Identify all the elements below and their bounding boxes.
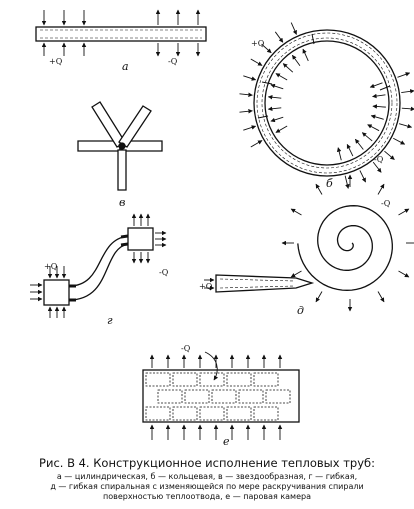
chamber-cell (226, 406, 252, 421)
heat-output-arrows (336, 72, 414, 189)
heat-flow-arrow (398, 208, 410, 216)
heat-flow-arrow (398, 270, 410, 278)
part-g-minus-q: -Q (159, 268, 169, 277)
heat-flow-arrow (270, 83, 284, 90)
heat-flow-arrow (290, 270, 302, 278)
heat-flow-arrow (275, 73, 288, 81)
heat-flow-arrow (401, 89, 414, 94)
vapor-chamber-diagram (142, 351, 300, 440)
heat-input-arrows (149, 424, 283, 440)
part-v-label: в (119, 196, 126, 209)
heat-flow-arrow (250, 58, 263, 66)
heat-flow-arrow (377, 183, 385, 195)
chamber-cell (238, 389, 264, 404)
heat-flow-arrow (384, 150, 395, 160)
chamber-cell (199, 372, 225, 387)
star-shaped-pipe-diagram (77, 101, 163, 191)
heat-flow-arrow (315, 291, 323, 303)
chamber-cell (199, 406, 225, 421)
chamber-cell (145, 372, 171, 387)
chamber-cell (184, 389, 210, 404)
heat-flow-arrow (243, 75, 257, 81)
part-e-label: е (223, 435, 230, 448)
heat-flow-arrow (267, 95, 282, 100)
cylindrical-pipe-diagram (35, 9, 207, 57)
heat-flow-arrow (401, 106, 414, 112)
legend-line: поверхностью теплоотвода, е — паровая ка… (102, 492, 311, 501)
flexible-pipe-diagram (30, 213, 167, 318)
legend-line: д — гибкая спиральная с изменяющейся по … (50, 482, 364, 491)
part-d-plus-q: +Q (199, 282, 213, 291)
heat-flow-arrow (302, 48, 309, 62)
heat-flow-arrow (397, 72, 411, 78)
part-a-minus-q: -Q (168, 57, 178, 66)
figure-caption-title: Рис. В 4. Конструкционное исполнение теп… (39, 456, 375, 470)
part-g-plus-q: +Q (44, 262, 58, 271)
heat-flow-arrow (274, 31, 284, 43)
heat-flow-arrow (361, 132, 373, 142)
heat-flow-arrow (290, 208, 302, 216)
chamber-cell (226, 372, 252, 387)
heat-flow-arrow (267, 106, 282, 111)
heat-flow-arrow (270, 116, 284, 123)
part-d-label: д (297, 304, 304, 317)
chamber-cell (157, 389, 183, 404)
heat-flow-arrow (393, 137, 406, 145)
heat-flow-arrow (372, 161, 382, 173)
heat-flow-arrow (372, 104, 386, 109)
part-b-minus-q: -Q (374, 155, 384, 164)
heat-output-arrows (281, 174, 414, 312)
heat-flow-arrow (346, 143, 354, 157)
heat-flow-arrow (275, 125, 288, 133)
heat-flow-arrow (369, 82, 383, 88)
chamber-cell (172, 406, 198, 421)
chamber-cell (265, 389, 291, 404)
heat-flow-arrow (239, 109, 253, 114)
heat-flow-arrow (290, 22, 297, 35)
legend-line: а — цилиндрическая, б — кольцевая, в — з… (56, 472, 358, 481)
heat-input-arrows (239, 22, 309, 148)
heat-flow-arrow (243, 125, 257, 131)
heat-flow-arrow (282, 63, 294, 73)
heat-output-arrows (131, 213, 167, 264)
heat-output-arrows (149, 354, 283, 368)
heat-flow-arrow (398, 123, 413, 129)
heat-flow-arrow (291, 54, 301, 67)
part-a-plus-q: +Q (49, 57, 63, 66)
heat-flow-arrow (367, 124, 380, 132)
part-b-label: б (326, 177, 333, 190)
heat-flow-arrow (359, 170, 366, 183)
heat-flow-arrow (336, 147, 342, 161)
part-a-label: а (122, 60, 129, 73)
spiral-pipe-diagram (204, 174, 414, 312)
heat-flow-arrow (372, 93, 386, 99)
chamber-cells (145, 372, 291, 421)
part-g-label: г (107, 314, 113, 327)
heat-flow-arrow (315, 183, 323, 195)
heat-output-arrows (155, 9, 201, 57)
chamber-cell (253, 372, 279, 387)
part-b-plus-q: +Q (251, 39, 265, 48)
heat-input-arrows (204, 277, 215, 291)
chamber-cell (145, 406, 171, 421)
part-d-minus-q: -Q (381, 199, 391, 208)
heat-flow-arrow (250, 140, 263, 148)
heat-flow-arrow (370, 114, 384, 120)
heat-input-arrows (41, 10, 87, 56)
heat-flow-arrow (261, 43, 272, 54)
chamber-cell (253, 406, 279, 421)
heat-flow-arrow (344, 175, 350, 189)
heat-flow-arrow (239, 92, 253, 97)
heat-input-arrows (30, 266, 67, 318)
heat-flow-arrow (354, 138, 364, 150)
chamber-cell (172, 372, 198, 387)
chamber-cell (211, 389, 237, 404)
part-e-minus-q: -Q (181, 344, 191, 353)
figure-caption-legend: а — цилиндрическая, б — кольцевая, в — з… (4, 472, 410, 502)
annular-pipe-diagram (239, 22, 414, 189)
heat-flow-arrow (377, 291, 385, 303)
